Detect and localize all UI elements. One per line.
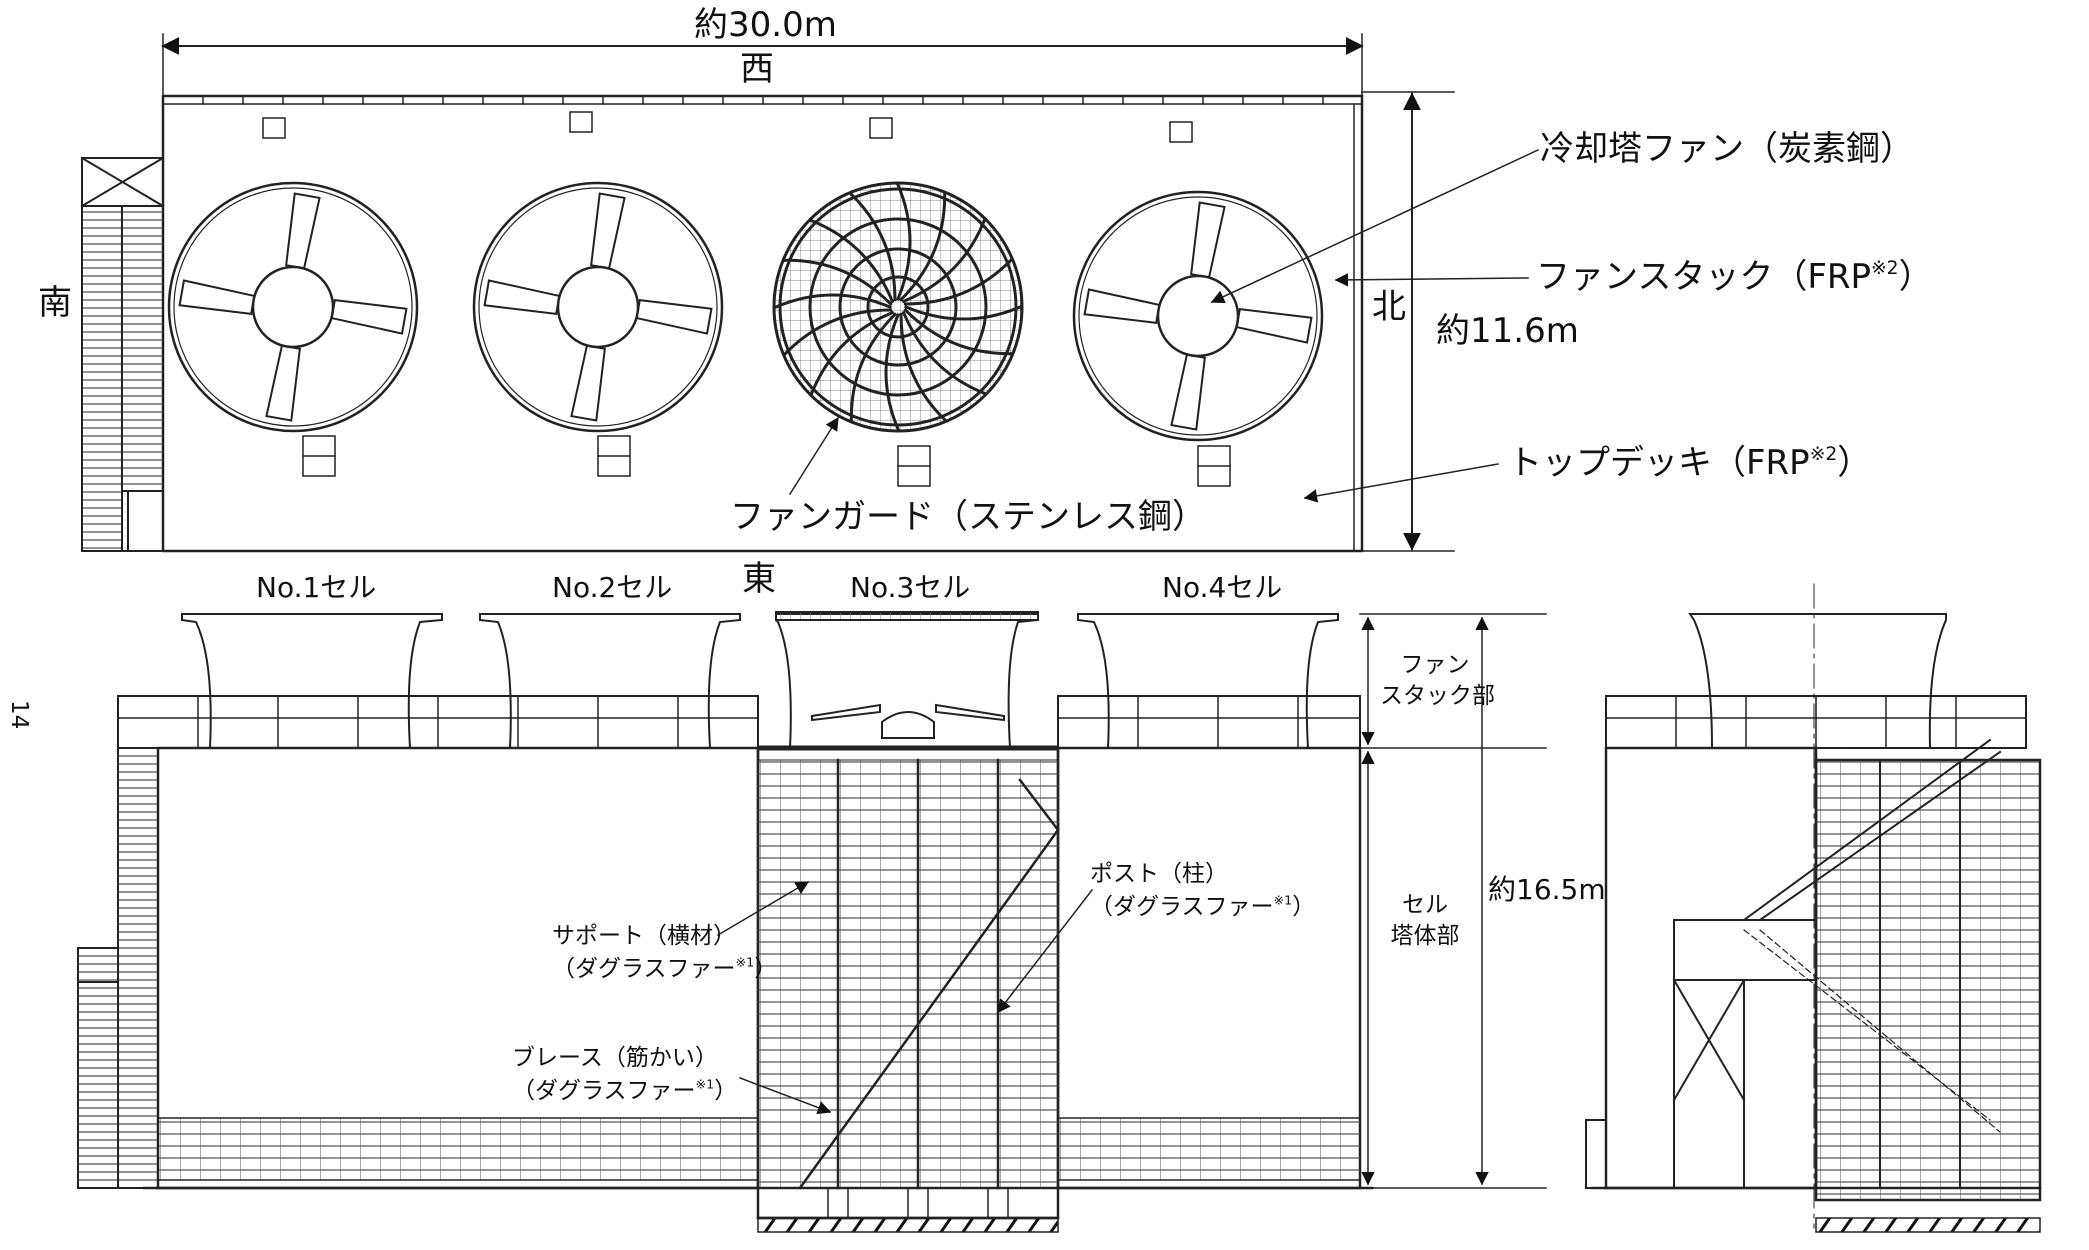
- depth-dimension-label: 約11.6m: [1436, 311, 1579, 351]
- cell-label-no4: No.4セル: [1162, 571, 1283, 604]
- label-cooling-fan: 冷却塔ファン（炭素鋼）: [1540, 129, 1914, 169]
- side-exterior-stair: [1672, 738, 2002, 1189]
- label-fan-guard: ファンガード（ステンレス鋼）: [730, 497, 1206, 537]
- label-top-deck: トップデッキ（FRP※2）: [1508, 443, 1872, 484]
- cell-label-no3: No.3セル: [850, 571, 971, 604]
- label-cell-body-part: セル 塔体部: [1390, 892, 1460, 950]
- depth-dimension-line: [1361, 91, 1455, 552]
- fan-2-plan: [472, 181, 724, 433]
- south-stair-plan: [80, 156, 165, 552]
- elevation-leader-lines: [716, 880, 1094, 1115]
- inspection-hatches: [262, 111, 1231, 487]
- label-fan-stack-part: ファン スタック部: [1380, 652, 1495, 710]
- height-dimension-label: 約16.5m: [1488, 873, 1606, 906]
- plan-view: [80, 33, 1539, 553]
- no3-structure: [756, 758, 1060, 1233]
- compass-west: 西: [740, 49, 774, 89]
- label-fan-stack: ファンスタック（FRP※2）: [1536, 257, 1933, 298]
- top-deck-outline: [161, 94, 1364, 553]
- side-elevation: [1585, 583, 2042, 1233]
- fan-4-plan: [1072, 190, 1324, 442]
- cell-label-no1: No.1セル: [256, 571, 377, 604]
- page-number: 14: [6, 700, 32, 730]
- compass-east: 東: [742, 559, 776, 599]
- label-post: ポスト（柱） （ダグラスファー※1）: [1090, 861, 1316, 921]
- label-brace: ブレース（筋かい） （ダグラスファー※1）: [512, 1045, 738, 1105]
- label-support: サポート（横材） （ダグラスファー※1）: [552, 923, 778, 983]
- left-stair-elevation: [77, 747, 159, 1189]
- deck-handrails: [117, 695, 1361, 749]
- fan-stacks-elevation: [181, 611, 1339, 749]
- fan-1-plan: [167, 181, 419, 433]
- width-dimension-label: 約30.0m: [694, 5, 837, 45]
- fans-plan: [167, 181, 1324, 442]
- cell-label-no2: No.2セル: [552, 571, 673, 604]
- no3-fan-hub: [757, 703, 1059, 751]
- compass-north: 北: [1372, 287, 1406, 327]
- cell-body-front: [142, 746, 1374, 1220]
- height-dimension-lines: [1359, 613, 1547, 1189]
- handrail-posts: [162, 95, 1324, 105]
- plan-leader-lines: [788, 149, 1539, 503]
- fan-guard-no3: [772, 181, 1024, 433]
- front-elevation: [77, 611, 1547, 1233]
- compass-south: 南: [38, 283, 72, 323]
- width-dimension-line: [161, 33, 1364, 96]
